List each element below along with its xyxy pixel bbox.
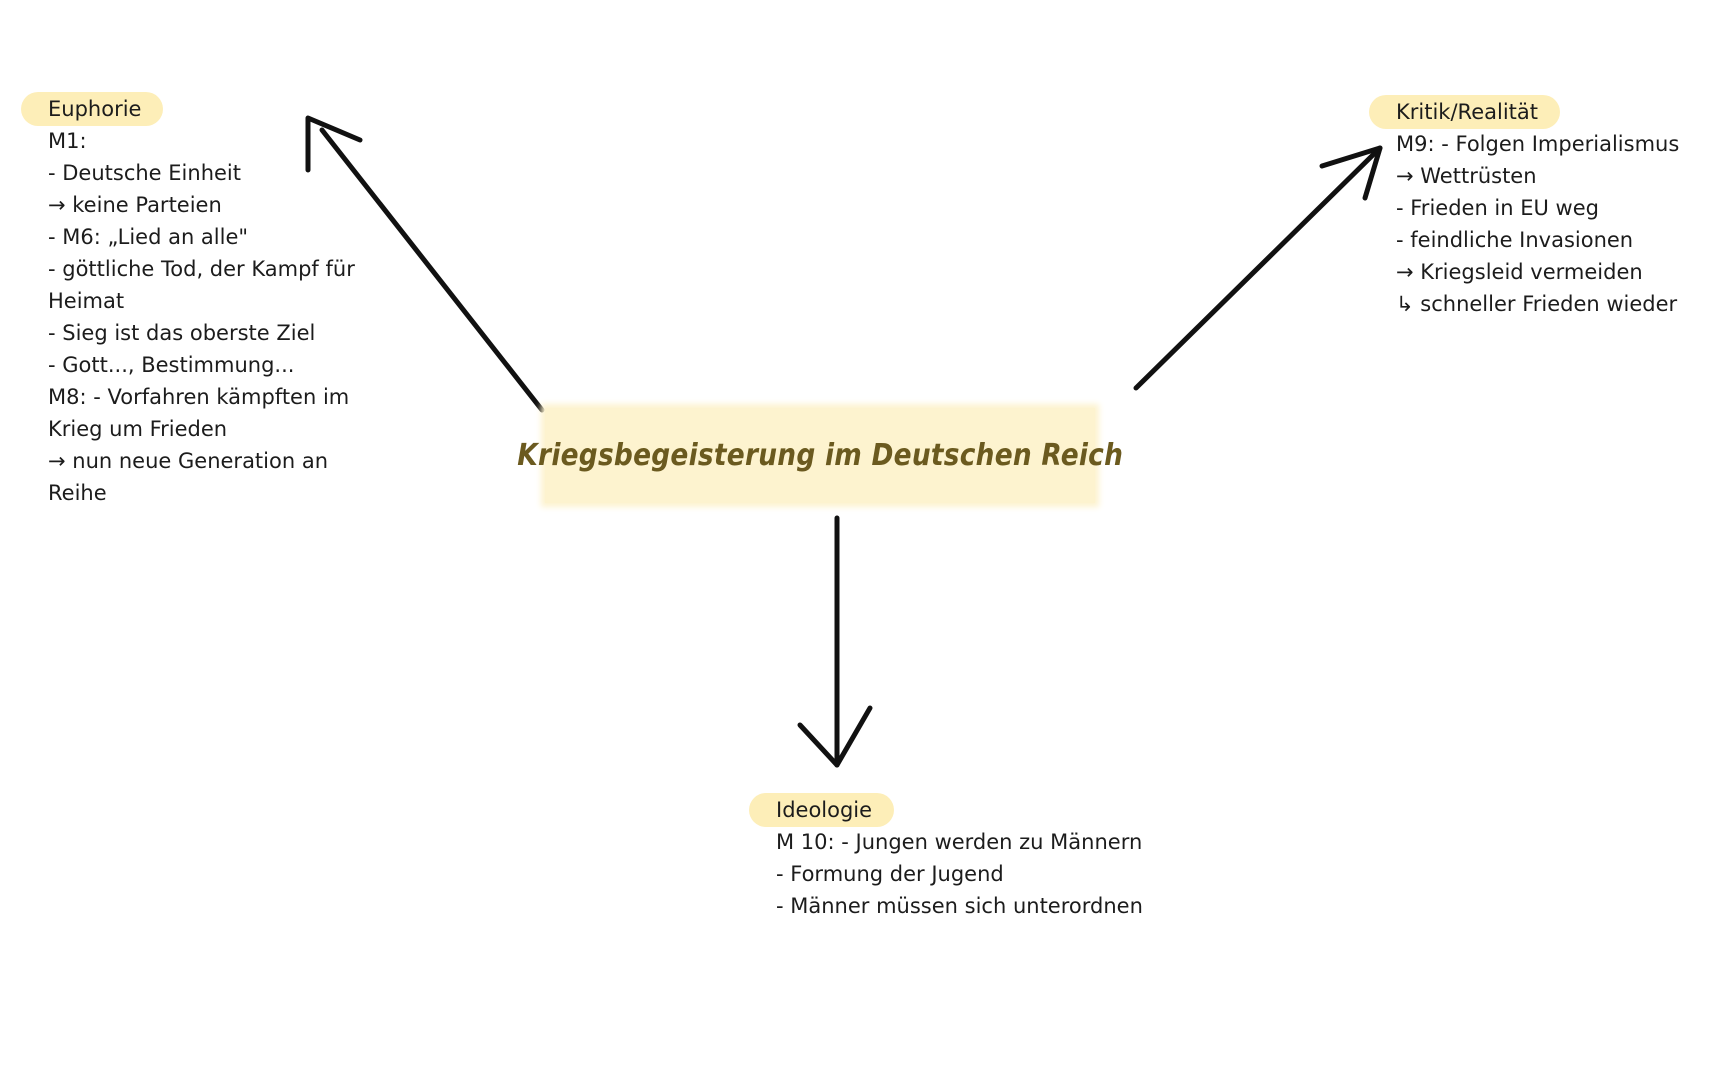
note-line: - M6: „Lied an alle" [48, 225, 249, 249]
euphorie-notes: M1: - Deutsche Einheit → keine Parteien … [48, 125, 355, 509]
arrowhead-ideologie [797, 705, 873, 768]
note-line: ↳ schneller Frieden wieder [1396, 292, 1678, 316]
note-line: - Gott..., Bestimmung... [48, 353, 295, 377]
central-topic-title: Kriegsbegeisterung im Deutschen Reich [517, 438, 1123, 473]
central-topic: Kriegsbegeisterung im Deutschen Reich [517, 408, 1123, 503]
arrow-to-kritik [1133, 145, 1383, 391]
kritik-notes: M9: - Folgen Imperialismus → Wettrüsten … [1396, 128, 1679, 320]
node-ideologie: Ideologie M 10: - Jungen werden zu Männe… [749, 793, 1143, 922]
note-line: M1: [48, 129, 87, 153]
arrowhead-euphorie [305, 115, 363, 173]
note-line: - Frieden in EU weg [1396, 196, 1599, 220]
heading-kritik-realitaet: Kritik/Realität [1369, 95, 1560, 129]
note-line: M9: - Folgen Imperialismus [1396, 132, 1680, 156]
note-line: Reihe [48, 481, 107, 505]
node-euphorie: Euphorie M1: - Deutsche Einheit → keine … [21, 92, 355, 509]
note-line: M 10: - Jungen werden zu Männern [776, 830, 1143, 854]
note-line: → keine Parteien [48, 193, 222, 217]
note-line: - Deutsche Einheit [48, 161, 241, 185]
note-line: Heimat [48, 289, 125, 313]
note-line: → Wettrüsten [1396, 164, 1537, 188]
note-line: Krieg um Frieden [48, 417, 228, 441]
arrow-to-euphorie [319, 127, 545, 413]
note-line: - göttliche Tod, der Kampf für [48, 257, 355, 281]
note-line: - feindliche Invasionen [1396, 228, 1634, 252]
note-line: - Sieg ist das oberste Ziel [48, 321, 316, 345]
note-line: → nun neue Generation an [48, 449, 329, 473]
node-kritik-realitaet: Kritik/Realität M9: - Folgen Imperialism… [1369, 95, 1679, 320]
note-line: M8: - Vorfahren kämpften im [48, 385, 350, 409]
heading-euphorie: Euphorie [21, 92, 164, 126]
ideologie-notes: M 10: - Jungen werden zu Männern - Formu… [776, 826, 1143, 922]
note-line: - Männer müssen sich unterordnen [776, 894, 1143, 918]
note-line: → Kriegsleid vermeiden [1396, 260, 1643, 284]
arrowhead-kritik [1319, 145, 1383, 201]
note-line: - Formung der Jugend [776, 862, 1004, 886]
heading-ideologie: Ideologie [749, 793, 895, 827]
